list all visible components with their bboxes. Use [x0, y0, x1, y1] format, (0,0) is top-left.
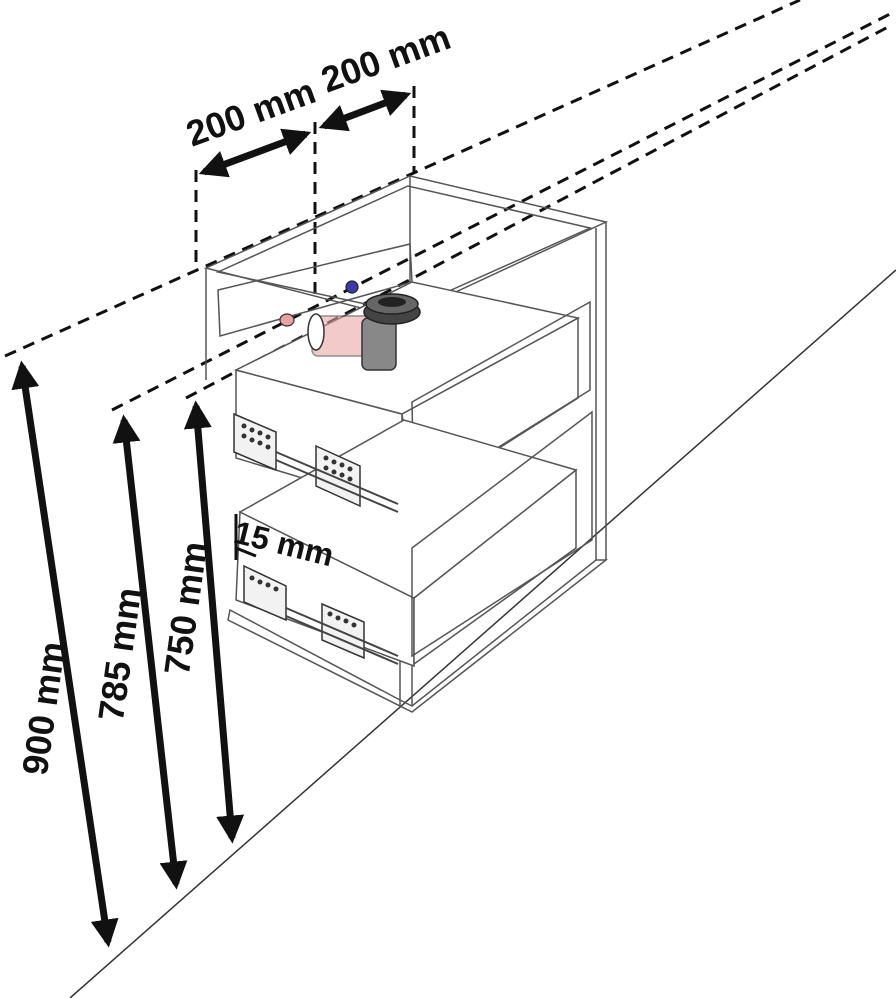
- width-dimension-arrows: [198, 89, 412, 178]
- runner-rails: [275, 451, 399, 665]
- gap-indicator: [234, 514, 257, 560]
- siphon: [307, 293, 421, 371]
- height-label-750: 750 mm: [156, 539, 215, 677]
- height-label-785: 785 mm: [90, 585, 149, 723]
- lower-drawer: [235, 410, 593, 668]
- width-label-right: 200 mm: [316, 16, 456, 100]
- water-connectors: [279, 280, 359, 327]
- height-label-900: 900 mm: [14, 639, 73, 777]
- height-dimension-arrows: [11, 360, 245, 948]
- width-label-left: 200 mm: [181, 70, 321, 154]
- reference-lines: [4, 0, 891, 412]
- runner-holes: [241, 423, 357, 628]
- floor-wall-edge: [69, 269, 896, 998]
- cabinet: [203, 175, 609, 713]
